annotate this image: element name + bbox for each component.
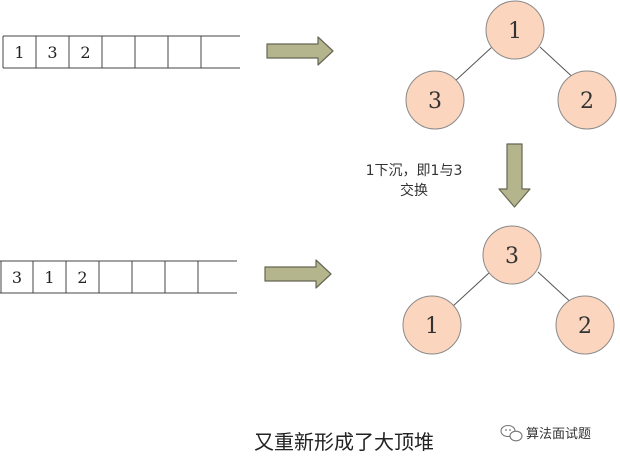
node-label: 3 [428, 89, 442, 114]
array-cell: 2 [80, 43, 90, 62]
tree-edge [453, 46, 493, 83]
array-cell: 1 [44, 268, 54, 287]
watermark-text: 算法面试题 [526, 427, 591, 442]
tree-edge [451, 271, 491, 308]
wechat-icon [500, 424, 523, 442]
tree-node-left [405, 70, 465, 130]
node-label: 2 [580, 89, 594, 114]
right-arrow-icon [266, 36, 334, 66]
bottom-tree: 3 1 2 [402, 225, 615, 355]
array-cell: 1 [14, 43, 24, 62]
node-label: 3 [505, 244, 519, 269]
node-label: 1 [508, 19, 522, 44]
swap-note-line2: 交换 [400, 182, 428, 199]
tree-node-right [555, 295, 615, 355]
swap-note-line1: 1下沉，即1与3 [366, 163, 463, 179]
node-label: 1 [425, 314, 439, 339]
right-arrow-icon [264, 259, 332, 289]
top-tree: 1 3 2 [405, 0, 617, 130]
node-label: 2 [578, 314, 592, 339]
tree-node-root [485, 0, 545, 60]
down-arrow-icon [498, 143, 531, 208]
bottom-array: 3 1 2 [0, 260, 237, 294]
array-cell: 2 [77, 268, 87, 287]
array-cell: 3 [47, 43, 57, 62]
tree-node-left [402, 295, 462, 355]
tree-node-right [557, 70, 617, 130]
array-cell: 3 [12, 268, 22, 287]
caption: 又重新形成了大顶堆 [254, 430, 434, 454]
watermark: 算法面试题 [500, 424, 591, 442]
top-array: 1 3 2 [2, 35, 240, 69]
tree-node-root [482, 225, 542, 285]
